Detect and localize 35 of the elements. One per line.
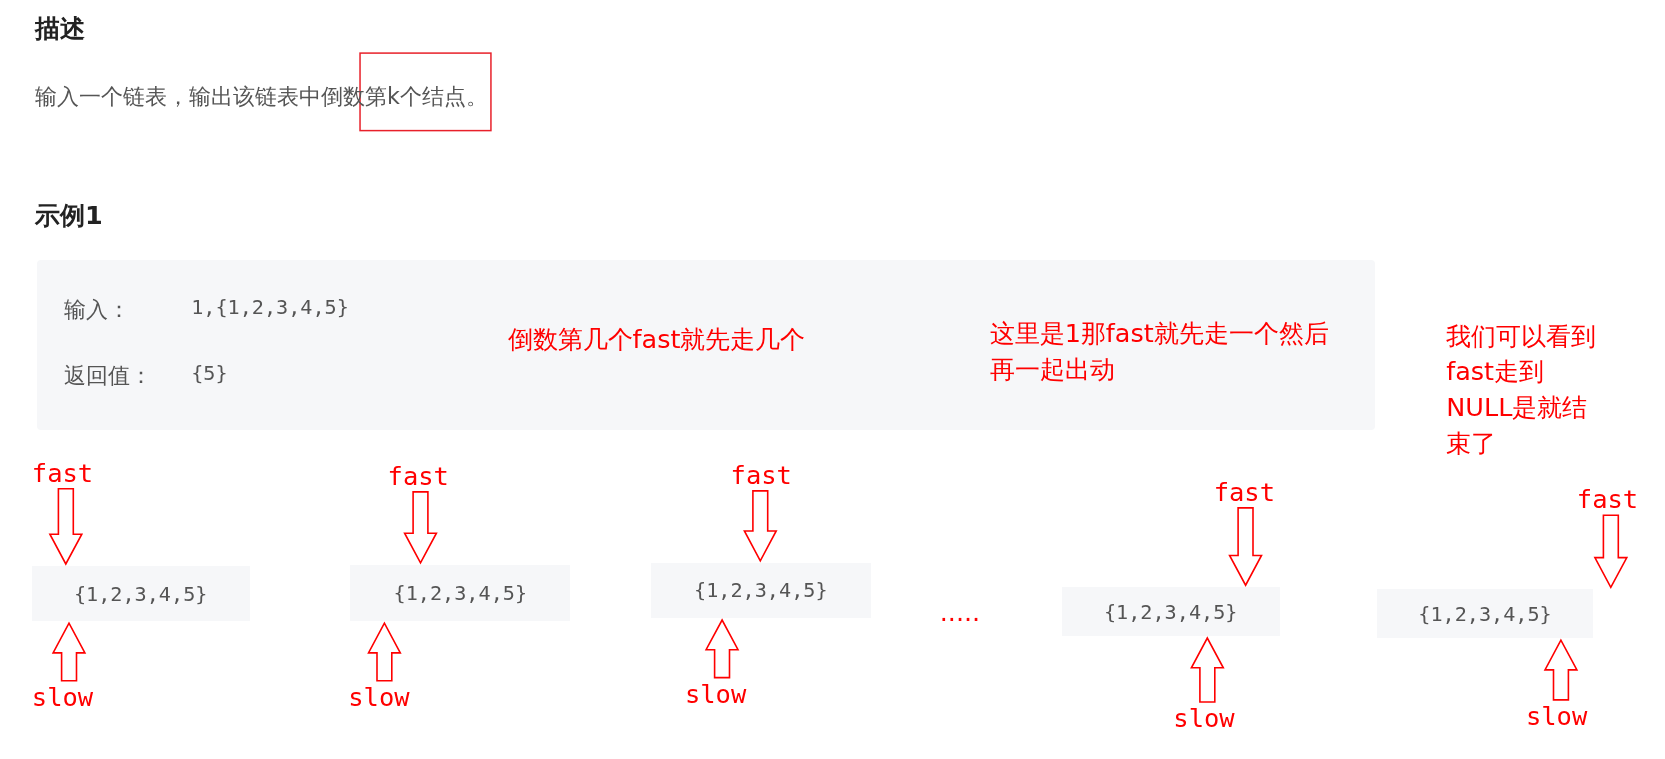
list-box: {1,2,3,4,5} [350, 564, 571, 622]
section-heading: 描述 [35, 11, 86, 45]
pointer-label: slow [684, 679, 747, 708]
list-box: {1,2,3,4,5} [31, 565, 250, 622]
block-arrow [403, 491, 438, 565]
section-heading: 示例1 [35, 198, 103, 232]
pointer-label: slow [1173, 704, 1235, 733]
pointer-label: fast [1213, 477, 1276, 506]
list-box: {1,2,3,4,5} [1377, 589, 1593, 639]
block-arrow [1593, 514, 1629, 589]
pointer-label: fast [31, 458, 94, 487]
ellipsis-dots: ..... [939, 595, 981, 629]
annotation-note: 我们可以看到fast走到NULL是就结束了 [1446, 319, 1598, 460]
block-arrow [1228, 507, 1263, 587]
pointer-label: fast [387, 461, 449, 490]
field-label: 返回值： [63, 361, 152, 391]
field-value: 1,{1,2,3,4,5} [191, 295, 349, 320]
block-arrow [1190, 636, 1225, 703]
field-value: {5} [191, 361, 228, 386]
annotation-note: 倒数第几个fast就先走几个 [507, 322, 806, 356]
field-label: 输入： [63, 295, 130, 325]
list-box: {1,2,3,4,5} [650, 562, 871, 618]
pointer-label: fast [1576, 485, 1639, 514]
list-box: {1,2,3,4,5} [1061, 587, 1280, 637]
pointer-label: slow [1525, 701, 1588, 730]
block-arrow [704, 618, 740, 679]
pointer-label: slow [348, 682, 410, 711]
block-arrow [367, 621, 402, 682]
pointer-label: slow [31, 682, 94, 711]
pointer-label: fast [730, 460, 792, 489]
block-arrow [743, 490, 778, 563]
annotation-note: 这里是1那fast就先走一个然后再一起出动 [989, 317, 1330, 387]
block-arrow [51, 621, 87, 682]
block-arrow [1543, 638, 1579, 701]
block-arrow [48, 488, 84, 566]
